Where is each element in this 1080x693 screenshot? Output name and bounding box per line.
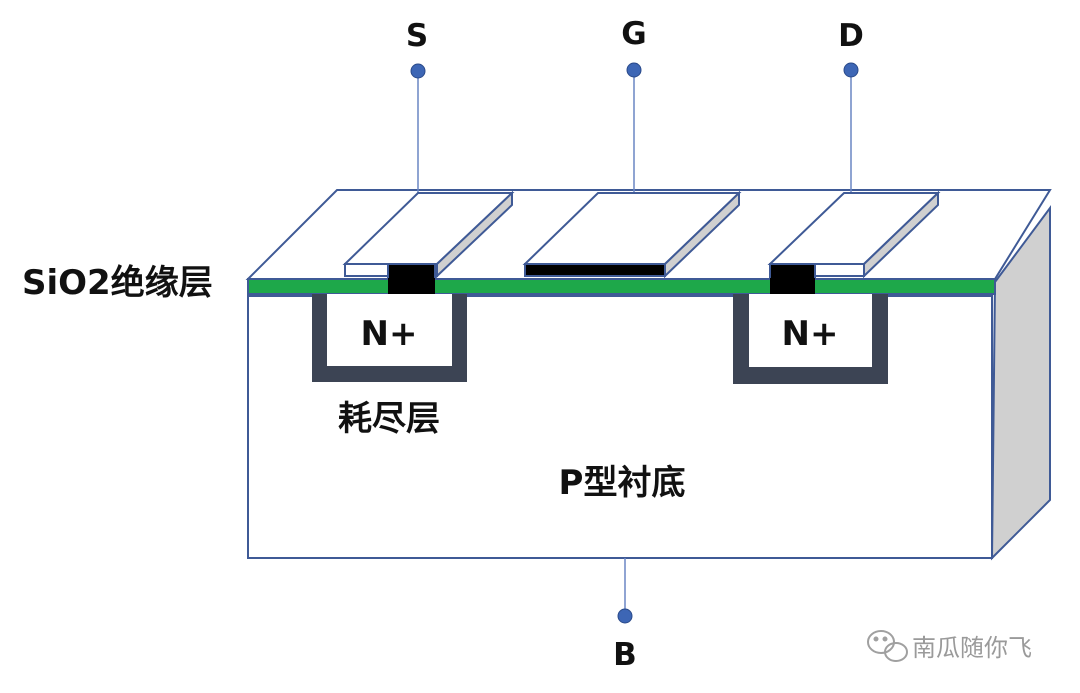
drain-label: D: [838, 18, 864, 54]
body-label: B: [613, 637, 637, 673]
depletion-label: 耗尽层: [338, 399, 440, 439]
n-plus-right-label: N+: [782, 314, 839, 354]
n-plus-right: [749, 294, 872, 367]
wechat-icon: [867, 630, 908, 662]
n-plus-left-label: N+: [361, 314, 418, 354]
oxide-label: SiO2绝缘层: [22, 263, 213, 303]
drain-terminal-dot[interactable]: [843, 62, 859, 78]
source-terminal-dot[interactable]: [410, 63, 426, 79]
gate-electrode: [522, 190, 742, 279]
source-label: S: [406, 18, 428, 54]
watermark: 南瓜随你飞: [867, 630, 1032, 662]
n-plus-left: [327, 294, 452, 366]
gate-metal: [524, 263, 666, 277]
terminal-dots: [410, 62, 859, 624]
source-contact-through-oxide: [388, 278, 435, 294]
n-plus-left-region: [312, 294, 467, 382]
substrate-label: P型衬底: [559, 463, 686, 503]
watermark-text: 南瓜随你飞: [912, 634, 1032, 662]
source-electrode: [342, 190, 515, 295]
gate-terminal-dot[interactable]: [626, 62, 642, 78]
gate-label: G: [621, 16, 646, 52]
n-plus-right-region: [733, 294, 888, 384]
drain-contact-through-oxide: [770, 278, 815, 294]
body-terminal-dot[interactable]: [617, 608, 633, 624]
oxide-layer: [247, 278, 996, 295]
